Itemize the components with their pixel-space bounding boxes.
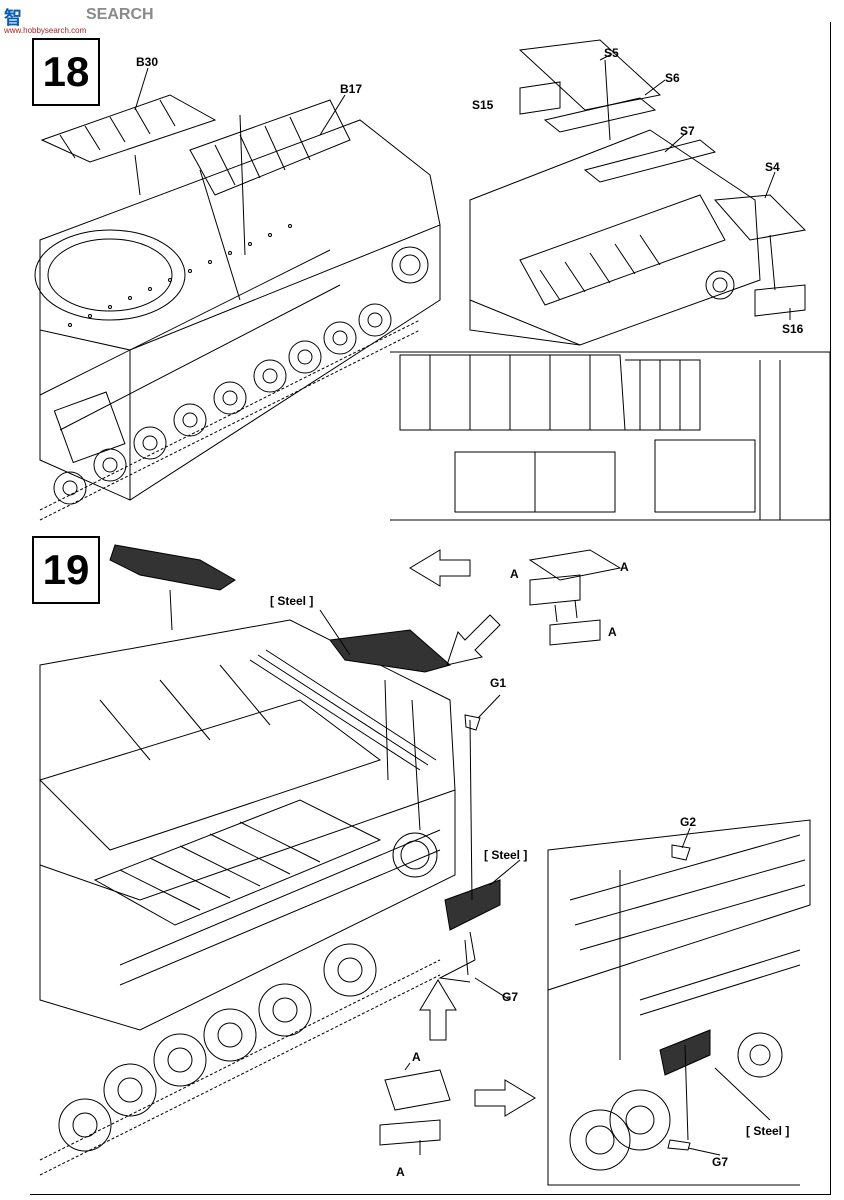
steel-track-part-top-mid	[329, 629, 452, 673]
watermark: 智 SEARCH www.hobbysearch.com	[0, 0, 200, 35]
label-g7-right: G7	[712, 1155, 729, 1169]
leader-steel-mid	[489, 859, 521, 886]
leader-g7-left	[474, 977, 511, 1001]
g1-bracket	[464, 714, 481, 731]
label-s4: S4	[765, 160, 780, 174]
leader-g1	[477, 694, 501, 719]
leader-s4	[764, 171, 776, 199]
label-g2: G2	[680, 815, 697, 829]
leader-g7-right	[687, 1147, 721, 1156]
steel-stowage-left	[444, 879, 501, 931]
step-number-18: 18	[32, 38, 100, 106]
label-s16: S16	[782, 322, 804, 336]
label-s7: S7	[680, 124, 695, 138]
step18-detail-inset	[390, 351, 831, 521]
label-g7-left: G7	[502, 990, 519, 1004]
label-a-bottom-bottom: A	[396, 1165, 405, 1179]
label-g1: G1	[490, 676, 507, 690]
label-s5: S5	[604, 46, 619, 60]
label-a-top-left: A	[510, 567, 519, 581]
page-frame	[30, 22, 831, 1195]
leader-s6	[644, 79, 666, 96]
leader-s7	[664, 132, 687, 153]
label-s15: S15	[472, 98, 494, 112]
label-b30: B30	[136, 55, 159, 69]
step19-sub-assembly-bottom	[379, 1062, 451, 1155]
step18-hull-right	[469, 39, 807, 346]
label-a-bottom-top: A	[412, 1050, 421, 1064]
watermark-logo: 智	[4, 8, 23, 29]
step19-direction-arrows	[409, 549, 536, 1117]
step19-hull-left	[39, 619, 456, 1176]
label-b17: B17	[340, 82, 363, 96]
step18-rivets	[68, 224, 292, 327]
leader-steel-top	[319, 609, 351, 656]
watermark-text: SEARCH	[86, 6, 154, 23]
step18-road-wheels	[53, 303, 392, 505]
label-s6: S6	[665, 71, 680, 85]
steel-track-part-top-left	[109, 544, 236, 591]
step18-hull-left	[34, 94, 441, 521]
step19-sub-assembly-top	[528, 549, 622, 646]
leader-b30	[134, 67, 149, 111]
leader-steel-right	[714, 1067, 771, 1121]
leader-s5	[599, 53, 613, 61]
step19-hull-right	[547, 819, 811, 1186]
label-a-top-right: A	[620, 560, 629, 574]
label-steel-right: [ Steel ]	[746, 1124, 790, 1138]
leader-b17	[319, 94, 346, 136]
label-a-top-bottom: A	[608, 625, 617, 639]
step19-road-wheels	[58, 943, 377, 1152]
watermark-url: www.hobbysearch.com	[4, 26, 87, 35]
leader-g2	[681, 827, 691, 849]
label-steel-mid: [ Steel ]	[484, 848, 528, 862]
label-steel-top: [ Steel ]	[270, 594, 314, 608]
step-number-19: 19	[32, 536, 100, 604]
